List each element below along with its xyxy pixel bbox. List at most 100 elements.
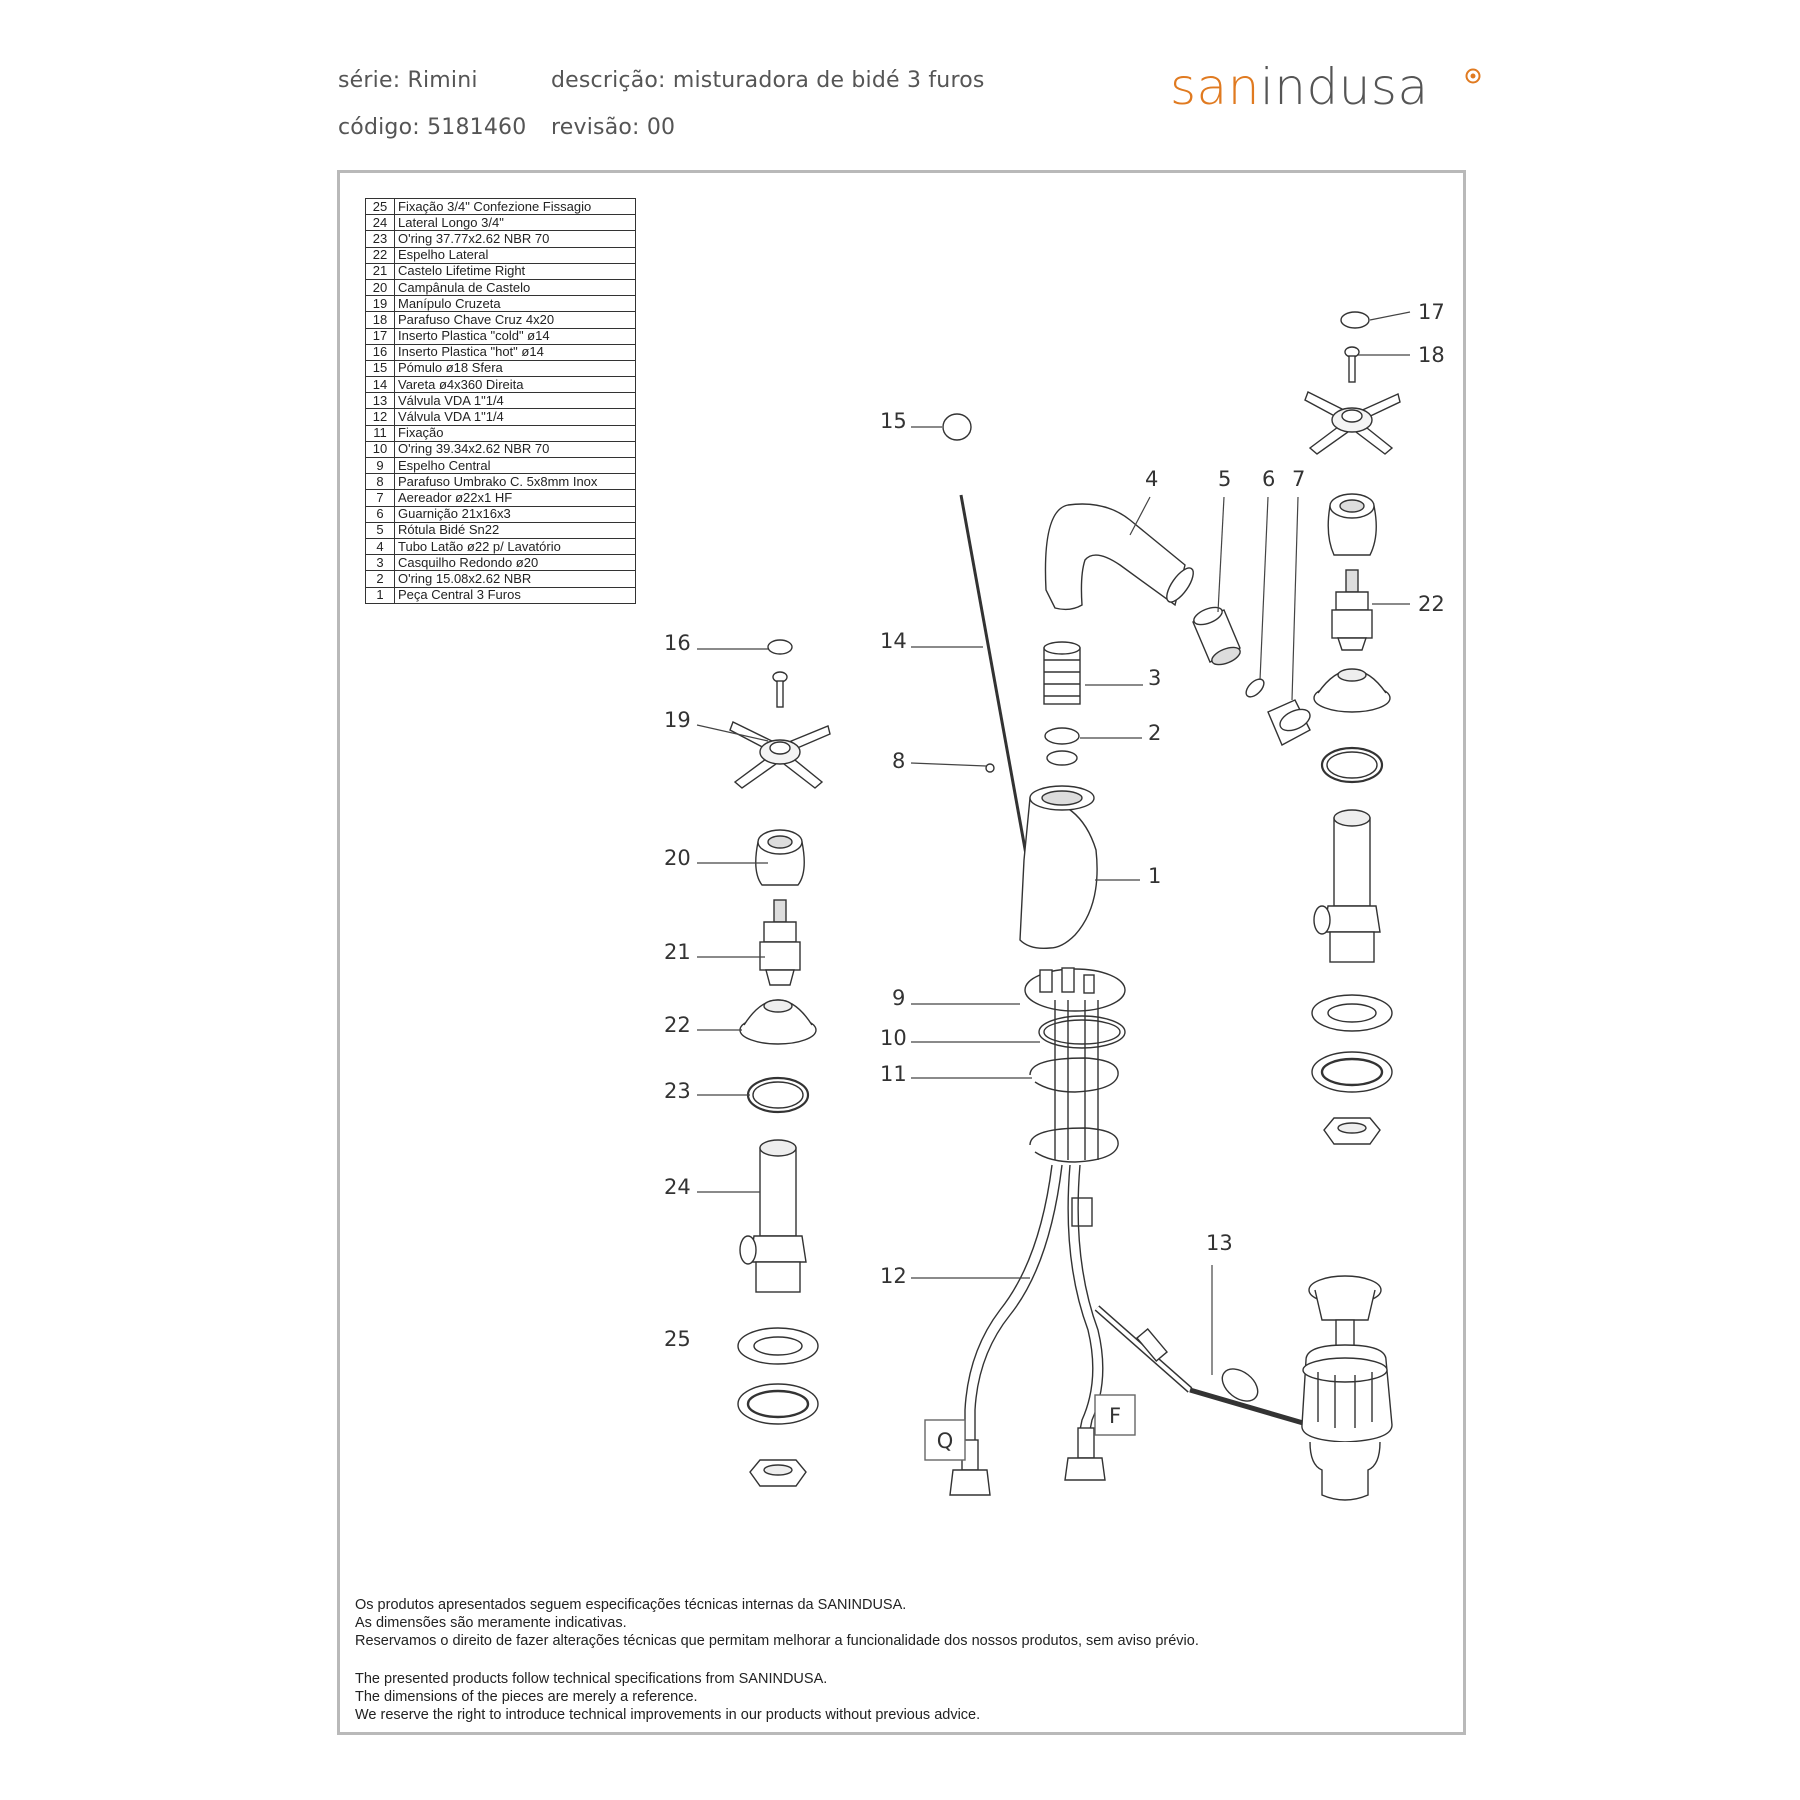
supply-hose-hot-part xyxy=(964,1164,1063,1440)
callout-5: 5 xyxy=(1218,467,1231,491)
part-number-cell: 23 xyxy=(365,230,395,248)
callout-25: 25 xyxy=(664,1327,691,1351)
part-description-cell: Castelo Lifetime Right xyxy=(394,262,636,280)
callout-23: 23 xyxy=(664,1079,691,1103)
part-description-cell: Guarnição 21x16x3 xyxy=(394,505,636,523)
oring-left-part xyxy=(746,1076,810,1114)
svg-text:F: F xyxy=(1109,1404,1121,1428)
rod-part xyxy=(959,494,1029,861)
callout-16: 16 xyxy=(664,631,691,655)
callout-11: 11 xyxy=(880,1062,907,1086)
escutcheon-right-part xyxy=(1313,668,1391,713)
long-side-body-right-part xyxy=(1313,809,1381,963)
callout-8: 8 xyxy=(892,749,905,773)
note-pt-2: As dimensões são meramente indicativas. xyxy=(355,1615,627,1631)
knob-part xyxy=(942,413,972,441)
fixing-central-part xyxy=(1029,1000,1119,1163)
oring-right-part xyxy=(1320,746,1384,784)
callout-12: 12 xyxy=(880,1264,907,1288)
round-bushing-part xyxy=(1043,641,1081,705)
callout-14: 14 xyxy=(880,629,907,653)
callout-15: 15 xyxy=(880,409,907,433)
callout-4: 4 xyxy=(1145,467,1158,491)
sanindusa-logo: sanindusa xyxy=(1170,58,1429,116)
cross-handle-left-part xyxy=(729,721,831,789)
part-number-cell: 22 xyxy=(365,246,395,264)
screw-left-part xyxy=(772,671,788,708)
part-description-cell: Inserto Plastica "cold" ø14 xyxy=(394,327,636,345)
callout-22-right: 22 xyxy=(1418,592,1445,616)
callout-6: 6 xyxy=(1262,467,1275,491)
note-en-2: The dimensions of the pieces are merely … xyxy=(355,1689,698,1705)
callout-2: 2 xyxy=(1148,721,1161,745)
part-description-cell: Parafuso Chave Cruz 4x20 xyxy=(394,311,636,329)
part-description-cell: Espelho Central xyxy=(394,456,636,475)
callout-17: 17 xyxy=(1418,300,1445,324)
part-description-cell: Válvula VDA 1"1/4 xyxy=(394,392,636,410)
castle-bell-left-part xyxy=(755,829,805,886)
central-body-part xyxy=(1019,785,1098,950)
callout-3: 3 xyxy=(1148,666,1161,690)
callout-9: 9 xyxy=(892,986,905,1010)
supply-hose-cold-part xyxy=(1067,1164,1104,1431)
note-pt-1: Os produtos apresentados seguem especifi… xyxy=(355,1597,907,1613)
svg-text:Q: Q xyxy=(937,1429,954,1453)
insert-hot-part xyxy=(767,639,793,655)
q-hot-marker: Q xyxy=(924,1419,966,1461)
hose-fitting-hot-part xyxy=(949,1439,991,1496)
part-description-cell: Vareta ø4x360 Direita xyxy=(394,376,636,394)
part-description-cell: Peça Central 3 Furos xyxy=(394,586,636,604)
part-description-cell: Lateral Longo 3/4" xyxy=(394,214,636,232)
escutcheon-left-part xyxy=(739,999,817,1045)
cross-handle-right-part xyxy=(1304,391,1401,455)
part-description-cell: Espelho Lateral xyxy=(394,246,636,264)
logo-mark-icon xyxy=(1465,68,1481,84)
castle-cartridge-right-part xyxy=(1331,569,1373,651)
revision-label: revisão: 00 xyxy=(551,115,676,140)
part-number-cell: 12 xyxy=(365,408,395,426)
callout-22-left: 22 xyxy=(664,1013,691,1037)
part-description-cell: Aereador ø22x1 HF xyxy=(394,489,636,507)
long-side-body-left-part xyxy=(739,1139,807,1293)
fixing-set-left-part xyxy=(737,1327,819,1487)
part-number-cell: 15 xyxy=(365,359,395,378)
callout-13: 13 xyxy=(1206,1231,1233,1255)
callout-21: 21 xyxy=(664,940,691,964)
callout-7: 7 xyxy=(1292,467,1305,491)
part-description-cell: Fixação 3/4" Confezione Fissagio xyxy=(394,197,636,216)
umbrako-screw-part xyxy=(985,763,995,773)
fixing-set-right-part xyxy=(1311,994,1393,1145)
central-escutcheon-part xyxy=(1024,967,1126,1012)
note-en-3: We reserve the right to introduce techni… xyxy=(355,1707,981,1723)
part-description-cell: O'ring 15.08x2.62 NBR xyxy=(394,570,636,588)
part-number-cell: 20 xyxy=(365,278,395,297)
f-cold-marker: F xyxy=(1094,1394,1136,1436)
callout-1: 1 xyxy=(1148,864,1161,888)
leader-lines xyxy=(696,311,1411,1375)
hose-fitting-cold-part xyxy=(1064,1427,1106,1481)
series-label: série: Rimini xyxy=(338,68,478,93)
note-pt-3: Reservamos o direito de fazer alterações… xyxy=(355,1633,1199,1649)
bide-joint-part xyxy=(1192,606,1241,666)
part-description-cell: Válvula VDA 1"1/4 xyxy=(394,408,636,426)
callout-24: 24 xyxy=(664,1175,691,1199)
callout-10: 10 xyxy=(880,1026,907,1050)
